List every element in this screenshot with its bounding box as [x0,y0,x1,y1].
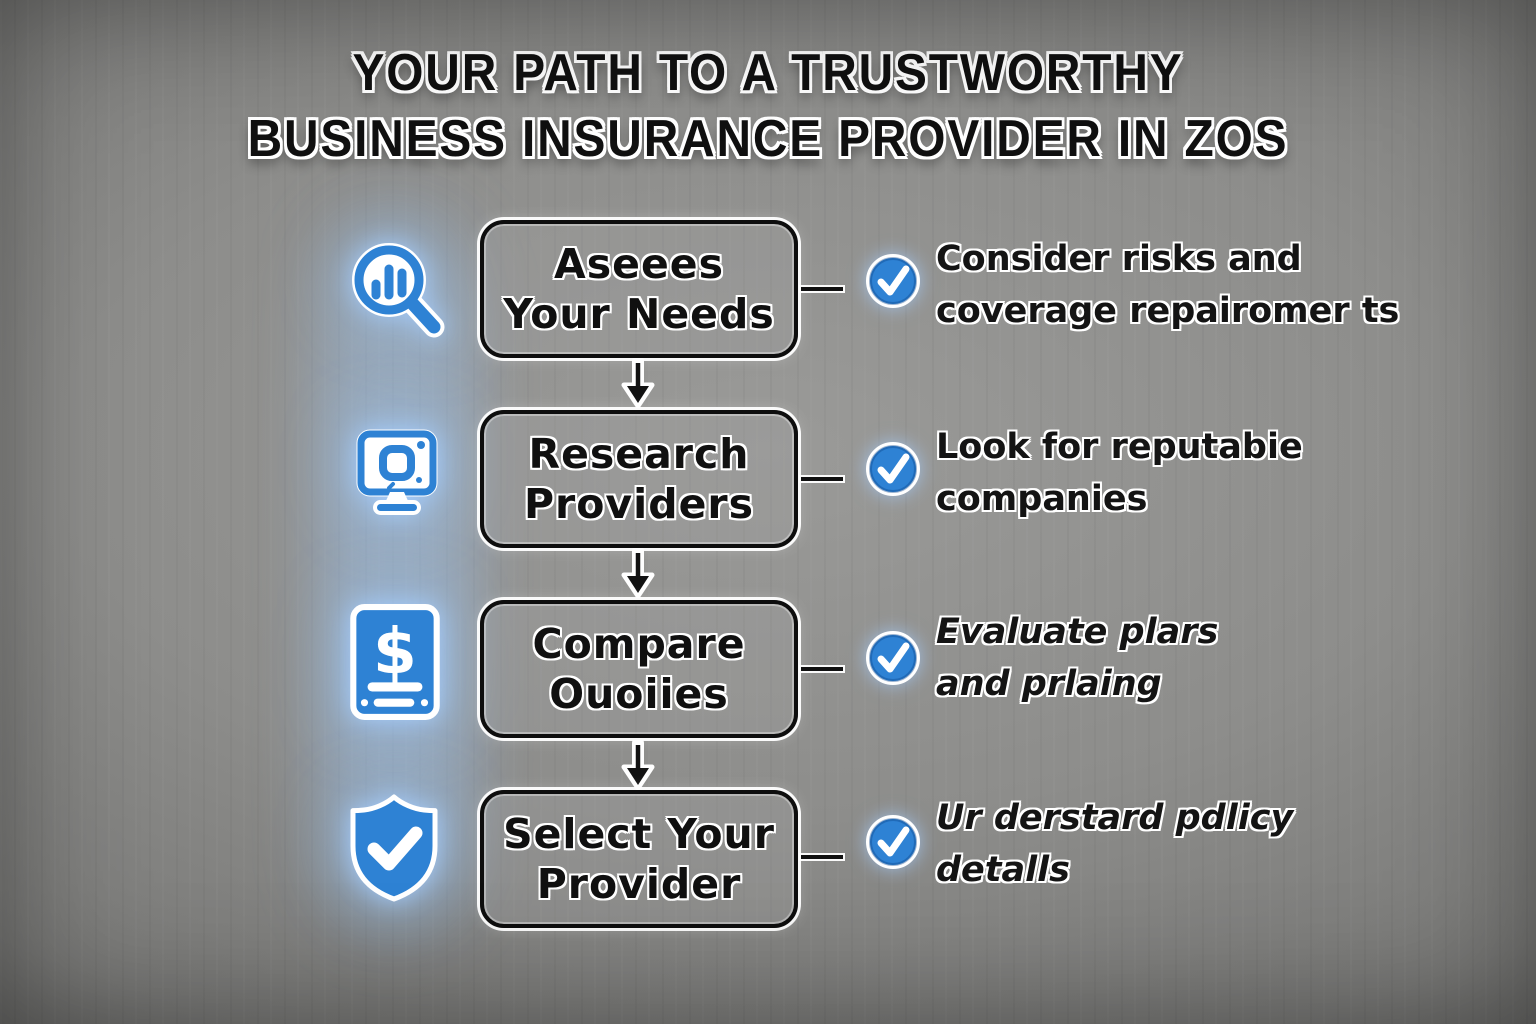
down-arrow-icon [621,548,655,598]
page-title: YOUR PATH TO A TRUSTWORTHY BUSINESS INSU… [61,40,1474,172]
step-box-select-provider: Select Your Provider [480,790,798,928]
note-line2: coverage repairomer ts [936,291,1400,331]
check-circle-icon [866,631,920,685]
step-label-line1: Select Your [503,810,775,858]
step-note-select-provider: Ur derstard pdlicy detalls [936,792,1436,896]
step-label-line1: Aseees [554,240,724,288]
step-label-line2: Providers [524,480,754,528]
connector-line [801,287,843,291]
page-title-line1: YOUR PATH TO A TRUSTWORTHY [352,44,1184,102]
note-line1: Look for reputabie [936,427,1303,467]
note-line2: companies [936,479,1148,519]
check-circle-icon [866,815,920,869]
note-line1: Consider risks and [936,239,1302,279]
step-label-line2: Ouoiies [549,670,729,718]
down-arrow-icon [621,358,655,408]
step-note-research-providers: Look for reputabie companies [936,421,1436,525]
svg-text:$: $ [373,614,417,688]
step-box-assess-needs: Aseees Your Needs [480,220,798,358]
step-label-line1: Compare [532,620,746,668]
connector-line [801,477,843,481]
connector-line [801,855,843,859]
page-title-line2: BUSINESS INSURANCE PROVIDER IN ZOS [247,110,1289,168]
dollar-document-icon: $ [350,604,440,720]
magnifier-bar-chart-icon [352,243,445,338]
note-line1: Evaluate plars [936,612,1219,652]
check-circle-icon [866,254,920,308]
step-note-compare-quotes: Evaluate plars and prlaing [936,606,1436,710]
down-arrow-icon [621,740,655,790]
computer-monitor-icon [356,429,438,515]
step-label-line1: Research [528,430,750,478]
shield-check-icon [350,794,438,902]
step-box-compare-quotes: Compare Ouoiies [480,600,798,738]
note-line2: detalls [936,850,1070,890]
connector-line [801,667,843,671]
step-box-research-providers: Research Providers [480,410,798,548]
step-label-line2: Your Needs [503,290,775,338]
step-label-line2: Provider [536,860,742,908]
note-line2: and prlaing [936,664,1162,704]
note-line1: Ur derstard pdlicy [936,798,1294,838]
check-circle-icon [866,442,920,496]
step-note-assess-needs: Consider risks and coverage repairomer t… [936,233,1436,337]
